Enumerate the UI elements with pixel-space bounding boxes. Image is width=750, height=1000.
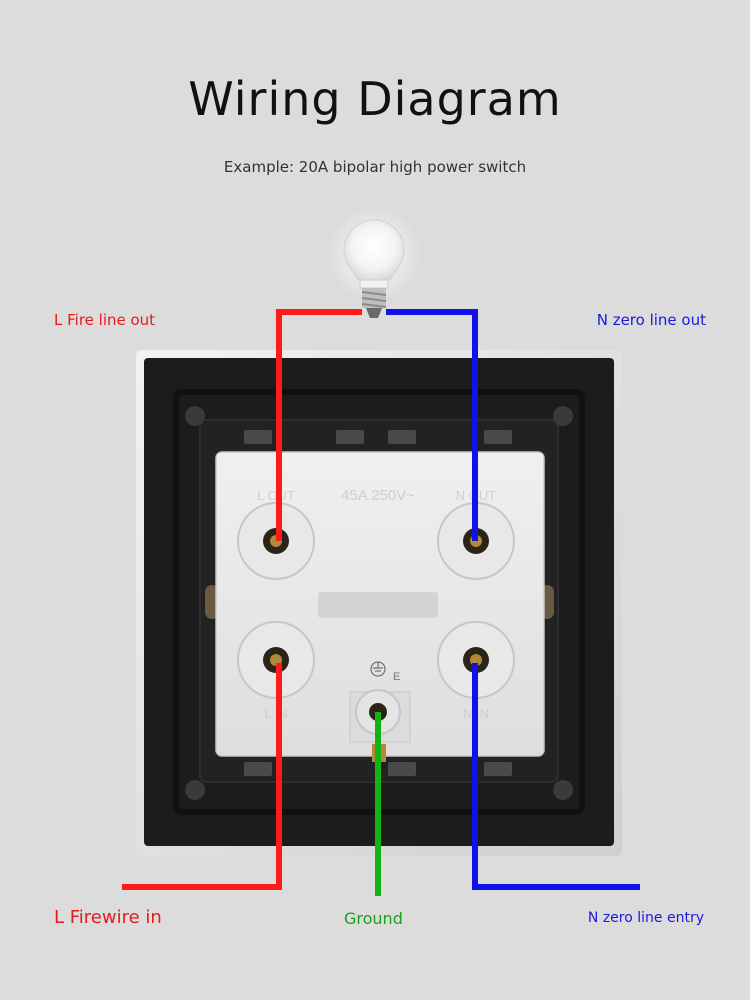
screw-hole <box>185 780 205 800</box>
live-wire-in <box>122 663 282 890</box>
neutral-wire-out <box>386 309 478 541</box>
panel-clip <box>484 762 512 776</box>
page-subtitle: Example: 20A bipolar high power switch <box>223 158 527 176</box>
label-ground: Ground <box>344 909 403 928</box>
screw-hole <box>185 406 205 426</box>
panel-clip <box>484 430 512 444</box>
label-l-fire-line-out: L Fire line out <box>54 311 156 329</box>
screw-hole <box>553 780 573 800</box>
panel-clip <box>244 762 272 776</box>
panel-clip <box>388 430 416 444</box>
label-l-firewire-in: L Firewire in <box>54 907 162 928</box>
page-title: Wiring Diagram <box>188 72 562 126</box>
earth-mark: E <box>393 671 400 683</box>
earth-ground-icon <box>370 661 386 677</box>
panel-clip <box>244 430 272 444</box>
neutral-wire-in <box>472 663 640 890</box>
panel-clip <box>388 762 416 776</box>
light-bulb-icon <box>326 206 422 318</box>
terminal-l-in <box>237 621 315 699</box>
module-center-groove <box>318 592 438 618</box>
terminal-n-in <box>437 621 515 699</box>
screw-hole <box>553 406 573 426</box>
label-n-zero-line-out: N zero line out <box>596 311 706 329</box>
live-wire-out <box>276 309 362 541</box>
label-n-zero-line-entry: N zero line entry <box>587 910 704 926</box>
panel-clip <box>336 430 364 444</box>
module-rating-text: 45A 250V~ <box>341 487 415 504</box>
